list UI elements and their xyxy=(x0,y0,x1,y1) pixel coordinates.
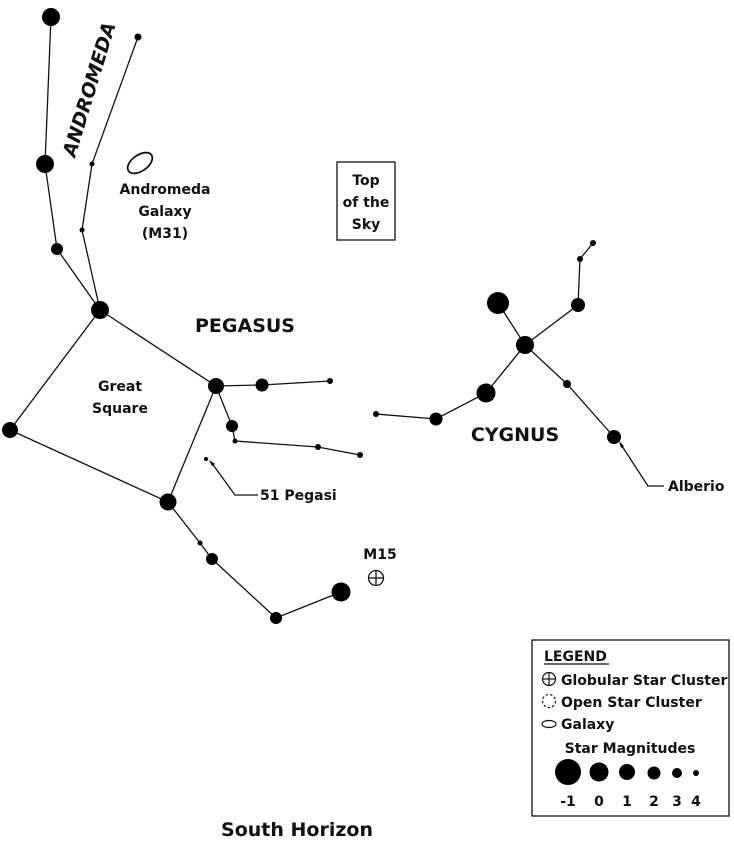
magnitude-label: 0 xyxy=(594,794,604,810)
star xyxy=(206,553,218,565)
globular-cluster-icon xyxy=(367,569,385,587)
top-of-sky-line3: Sky xyxy=(352,217,381,233)
andromeda-galaxy-label-3: (M31) xyxy=(142,226,188,242)
legend-item-galaxy: Galaxy xyxy=(561,717,614,733)
alberio-label: Alberio xyxy=(668,479,725,495)
star xyxy=(516,336,534,354)
andromeda-galaxy-label-1: Andromeda xyxy=(120,182,211,198)
top-of-sky-box xyxy=(336,161,396,241)
star xyxy=(208,378,224,394)
pegasi-51-label: 51 Pegasi xyxy=(260,488,337,504)
legend-item-globular: Globular Star Cluster xyxy=(561,673,727,689)
open-cluster-icon xyxy=(541,693,557,709)
andromeda-line-west xyxy=(44,16,101,311)
legend: LEGEND Globular Star Cluster Open Star C… xyxy=(531,639,730,817)
magnitude-star xyxy=(589,762,609,782)
magnitude-star xyxy=(619,764,635,780)
star xyxy=(357,452,363,458)
pegasus-line-head xyxy=(167,501,342,619)
star xyxy=(315,444,321,450)
star xyxy=(42,8,60,26)
alberio-pointer xyxy=(619,442,664,487)
andromeda-galaxy-label-2: Galaxy xyxy=(138,204,191,220)
star xyxy=(476,383,496,403)
star xyxy=(51,243,63,255)
m15-label: M15 xyxy=(363,547,396,563)
star xyxy=(2,422,18,438)
legend-item-open-cluster: Open Star Cluster xyxy=(561,695,702,711)
pegasus-label: PEGASUS xyxy=(195,315,295,337)
magnitude-star xyxy=(647,766,661,780)
globular-cluster-icon xyxy=(541,671,557,687)
galaxy-icon xyxy=(126,151,154,175)
star xyxy=(373,411,379,417)
star xyxy=(255,378,269,392)
star xyxy=(331,582,351,602)
constellation-lines xyxy=(8,16,664,619)
star xyxy=(79,227,85,233)
star xyxy=(429,412,443,426)
magnitude-label: 3 xyxy=(672,794,682,810)
star xyxy=(36,155,54,173)
pegasus-line-east xyxy=(215,380,331,387)
star-deneb xyxy=(487,292,509,314)
top-of-sky-line2: of the xyxy=(343,195,390,211)
star xyxy=(327,378,333,384)
pegasi-51-arrowhead xyxy=(209,460,215,466)
star xyxy=(270,612,282,624)
star-alberio xyxy=(607,430,621,444)
magnitude-label: 4 xyxy=(691,794,701,810)
top-of-sky-line1: Top xyxy=(352,173,379,189)
cygnus-line-wing-south xyxy=(375,344,526,420)
star xyxy=(571,298,585,312)
magnitude-star xyxy=(672,768,682,778)
magnitude-star xyxy=(555,759,581,785)
star xyxy=(197,540,203,546)
star xyxy=(159,493,177,511)
stars xyxy=(2,8,621,624)
great-square-label-2: Square xyxy=(92,401,148,417)
star xyxy=(577,256,583,262)
legend-magnitudes-title: Star Magnitudes xyxy=(565,741,696,757)
andromeda-label: ANDROMEDA xyxy=(58,20,120,162)
pegasi-51-pointer xyxy=(210,461,258,496)
star xyxy=(91,301,109,319)
legend-box xyxy=(531,639,730,817)
cygnus-label: CYGNUS xyxy=(471,424,559,446)
star xyxy=(89,161,95,167)
star xyxy=(226,420,238,432)
pegasus-line-leg xyxy=(215,385,361,456)
galaxy-icon xyxy=(541,719,557,729)
south-horizon-label: South Horizon xyxy=(221,819,373,841)
magnitude-star xyxy=(693,770,699,776)
magnitude-label: -1 xyxy=(560,794,576,810)
star xyxy=(134,33,142,41)
cygnus-line-wing-north xyxy=(524,242,594,346)
great-square-label-1: Great xyxy=(98,379,142,395)
star xyxy=(590,240,596,246)
magnitude-label: 2 xyxy=(649,794,659,810)
andromeda-line-east xyxy=(81,36,139,311)
star xyxy=(563,380,571,388)
cygnus-line-body xyxy=(497,302,615,438)
magnitude-label: 1 xyxy=(622,794,632,810)
star-51-pegasi xyxy=(204,457,208,461)
star xyxy=(232,438,238,444)
legend-title: LEGEND xyxy=(544,649,607,665)
alberio-arrowhead xyxy=(619,441,624,448)
